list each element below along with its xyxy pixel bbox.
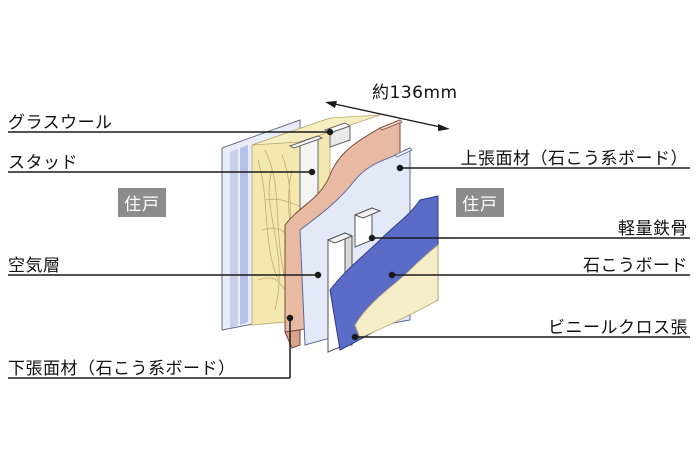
label-upper-board: 上張面材（石こう系ボード）	[460, 149, 688, 169]
label-vinyl-cloth: ビニールクロス張	[548, 318, 688, 338]
label-under-board: 下張面材（石こう系ボード）	[8, 359, 236, 379]
label-light-steel: 軽量鉄骨	[618, 219, 688, 239]
leader-lines	[8, 128, 690, 379]
dimension-arrow	[325, 101, 450, 131]
label-gypsum-board: 石こうボード	[583, 256, 688, 276]
dimension-label: 約136mm	[372, 83, 458, 103]
label-stud: スタッド	[8, 153, 78, 173]
label-glass-wool: グラスウール	[8, 113, 113, 133]
vinyl-cloth-front	[354, 244, 439, 339]
room-badge-left: 住戸	[118, 188, 166, 217]
room-badge-right: 住戸	[456, 188, 504, 217]
label-air-layer: 空気層	[8, 256, 61, 276]
